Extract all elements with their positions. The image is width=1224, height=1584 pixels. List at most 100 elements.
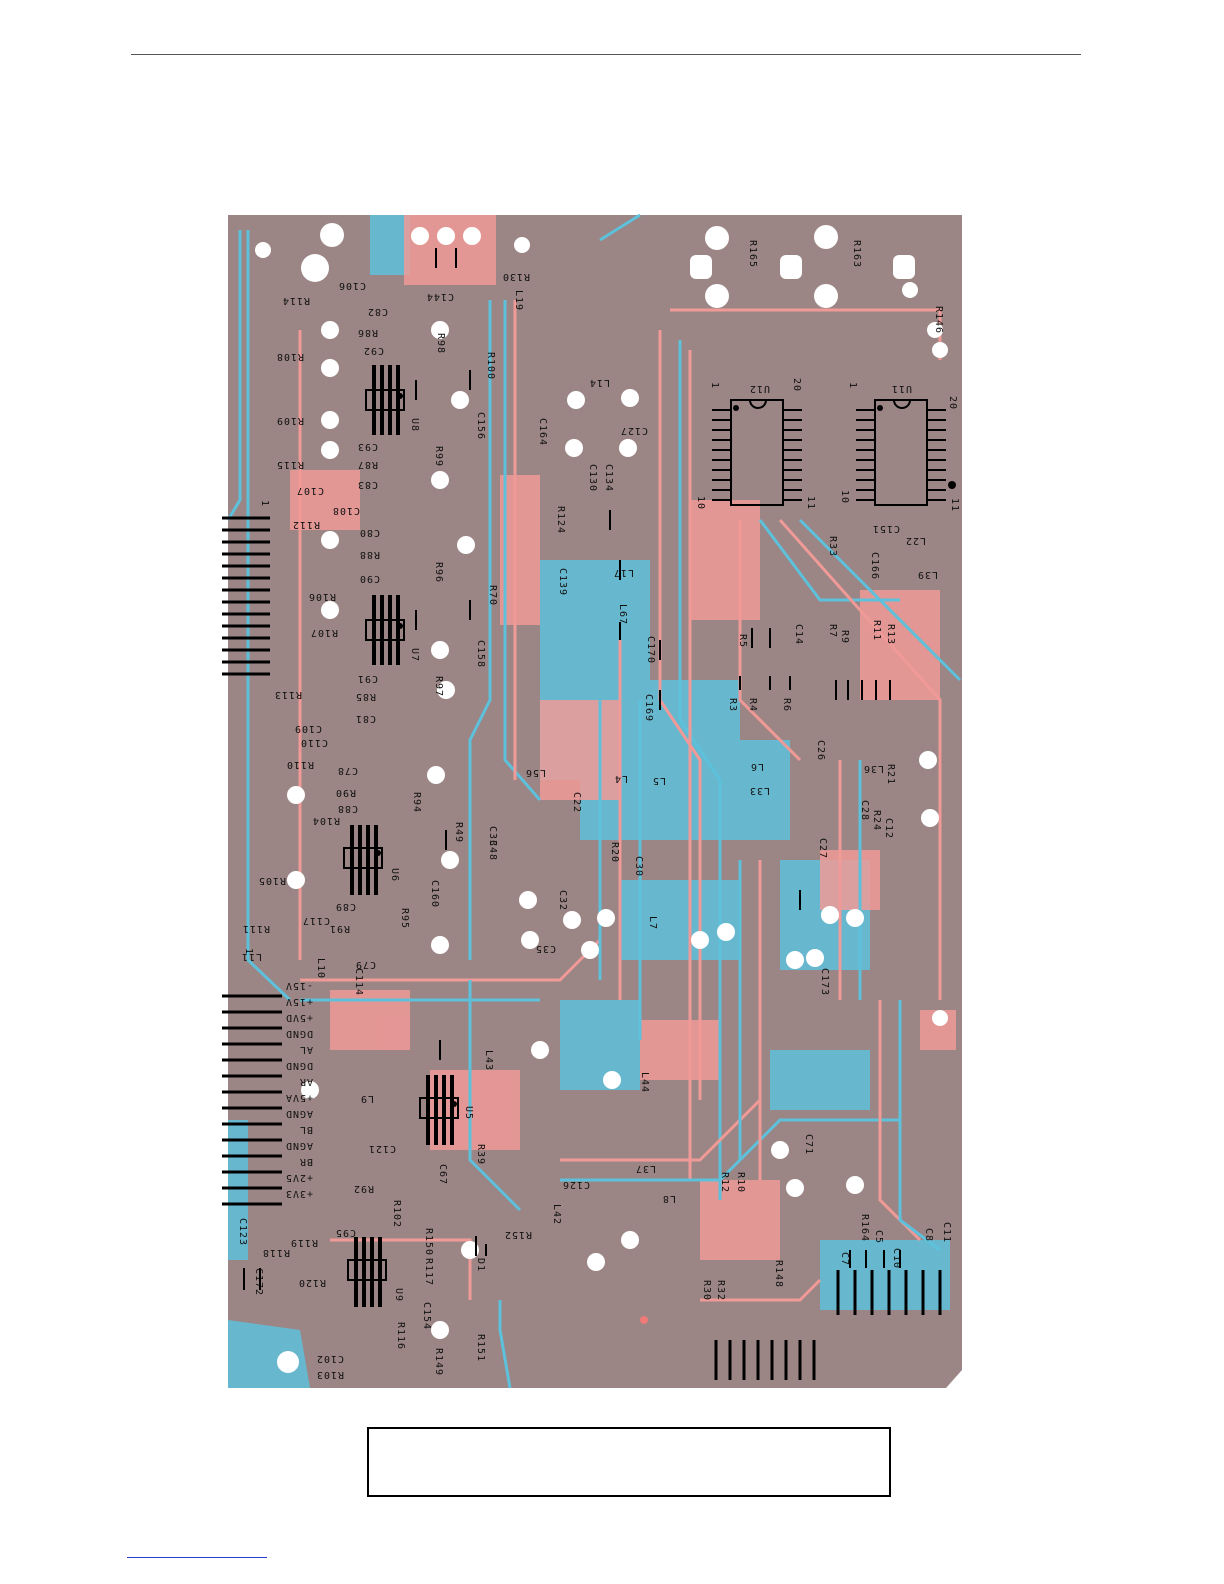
designator: R21 bbox=[885, 764, 896, 785]
pin-number: 20 bbox=[791, 378, 802, 392]
designator: R164 bbox=[859, 1214, 870, 1242]
designator: R104 bbox=[312, 815, 340, 826]
designator: C170 bbox=[645, 636, 656, 664]
bottom-header-pins bbox=[714, 1270, 942, 1380]
connector-label: +2V5 bbox=[285, 1172, 313, 1183]
designator: R88 bbox=[359, 549, 380, 560]
pin-number: 20 bbox=[947, 396, 958, 410]
designator: R91 bbox=[329, 923, 350, 934]
designator: R118 bbox=[262, 1247, 290, 1258]
chip-label: U11 bbox=[891, 383, 912, 394]
component-marks bbox=[243, 248, 901, 1290]
connector-label: DGND bbox=[285, 1060, 313, 1071]
designator: R95 bbox=[399, 908, 410, 929]
designator: C151 bbox=[872, 523, 900, 534]
pin1-markers bbox=[375, 393, 956, 1107]
connector-label: BR bbox=[299, 1156, 313, 1167]
designator: R90 bbox=[335, 787, 356, 798]
designator: C110 bbox=[300, 737, 328, 748]
designator: R149 bbox=[433, 1348, 444, 1376]
designator: C106 bbox=[338, 280, 366, 291]
designator: R114 bbox=[282, 295, 310, 306]
designator: R99 bbox=[433, 446, 444, 467]
designator: L19 bbox=[513, 290, 524, 311]
designator: C158 bbox=[475, 640, 486, 668]
designator: L44 bbox=[639, 1072, 650, 1093]
designator: R165 bbox=[747, 240, 758, 268]
designator: R96 bbox=[433, 562, 444, 583]
designator: R119 bbox=[290, 1237, 318, 1248]
designator: R39 bbox=[475, 1144, 486, 1165]
pads bbox=[255, 223, 948, 1373]
designator: C117 bbox=[302, 915, 330, 926]
designator: C28 bbox=[859, 800, 870, 821]
connector-label: BL bbox=[299, 1124, 313, 1135]
pin-number: 11 bbox=[949, 498, 960, 512]
designator: R150 bbox=[423, 1228, 434, 1256]
ic-u12 bbox=[730, 399, 784, 506]
designator: L7 bbox=[647, 916, 658, 930]
designator: L8 bbox=[662, 1193, 676, 1204]
designator: R124 bbox=[555, 506, 566, 534]
pin-number: 1 bbox=[243, 948, 254, 955]
pin-number: 1 bbox=[847, 382, 858, 389]
connector-label: +15V bbox=[285, 996, 313, 1007]
designator: C172 bbox=[253, 1268, 264, 1296]
designator: C91 bbox=[357, 673, 378, 684]
designator: R106 bbox=[308, 591, 336, 602]
designator: R13 bbox=[885, 624, 896, 645]
designator: R12 bbox=[719, 1172, 730, 1193]
designator: R92 bbox=[353, 1183, 374, 1194]
designator: C173 bbox=[819, 968, 830, 996]
designator: C123 bbox=[237, 1218, 248, 1246]
designator: R87 bbox=[357, 459, 378, 470]
designator: C95 bbox=[335, 1227, 356, 1238]
designator: C88 bbox=[337, 803, 358, 814]
designator: C121 bbox=[368, 1143, 396, 1154]
designator: C160 bbox=[429, 880, 440, 908]
designator: R113 bbox=[274, 689, 302, 700]
designator: R98 bbox=[435, 333, 446, 354]
designator: L4 bbox=[614, 773, 628, 784]
designator: R115 bbox=[276, 459, 304, 470]
u12-leads-right bbox=[783, 409, 802, 501]
connector-label: AGND bbox=[285, 1140, 313, 1151]
designator: C107 bbox=[296, 485, 324, 496]
fiducial-dot bbox=[640, 1316, 648, 1324]
designator: R85 bbox=[355, 691, 376, 702]
designator: C139 bbox=[557, 568, 568, 596]
connector-labels: -15V +15V +5VD DGND AL DGND AR +5VA AGND… bbox=[285, 980, 313, 1199]
designator: R7 bbox=[827, 624, 838, 638]
designator: L42 bbox=[551, 1204, 562, 1225]
pin-number: 1 bbox=[259, 500, 270, 507]
ic-u9 bbox=[347, 1237, 387, 1307]
designator: C93 bbox=[357, 441, 378, 452]
chip-label: U7 bbox=[409, 648, 420, 662]
designator: R97 bbox=[433, 676, 444, 697]
designator: C81 bbox=[355, 713, 376, 724]
designator: C83 bbox=[357, 479, 378, 490]
designator: C35 bbox=[535, 943, 556, 954]
designator-labels: R114 C106 C82 R86 R98 C92 R108 R100 R109… bbox=[237, 240, 952, 1380]
designator: C12 bbox=[883, 818, 894, 839]
designator: C166 bbox=[869, 552, 880, 580]
designator: C10 bbox=[891, 1248, 902, 1269]
designator: C126 bbox=[562, 1179, 590, 1190]
footer-link-underline[interactable] bbox=[127, 1557, 267, 1558]
bottom-copper-layer bbox=[228, 215, 950, 1388]
designator: C82 bbox=[367, 306, 388, 317]
designator: L36 bbox=[863, 763, 884, 774]
designator: R146 bbox=[933, 306, 944, 334]
designator: C22 bbox=[571, 792, 582, 813]
designator: L11 bbox=[241, 951, 262, 962]
designator: R10 bbox=[735, 1172, 746, 1193]
designator: L10 bbox=[315, 958, 326, 979]
designator: C33 bbox=[487, 826, 498, 847]
designator: L6 bbox=[750, 761, 764, 772]
designator: R94 bbox=[411, 792, 422, 813]
designator: C48 bbox=[487, 840, 498, 861]
designator: C67 bbox=[437, 1164, 448, 1185]
designator: D1 bbox=[475, 1258, 486, 1272]
designator: L56 bbox=[525, 767, 546, 778]
